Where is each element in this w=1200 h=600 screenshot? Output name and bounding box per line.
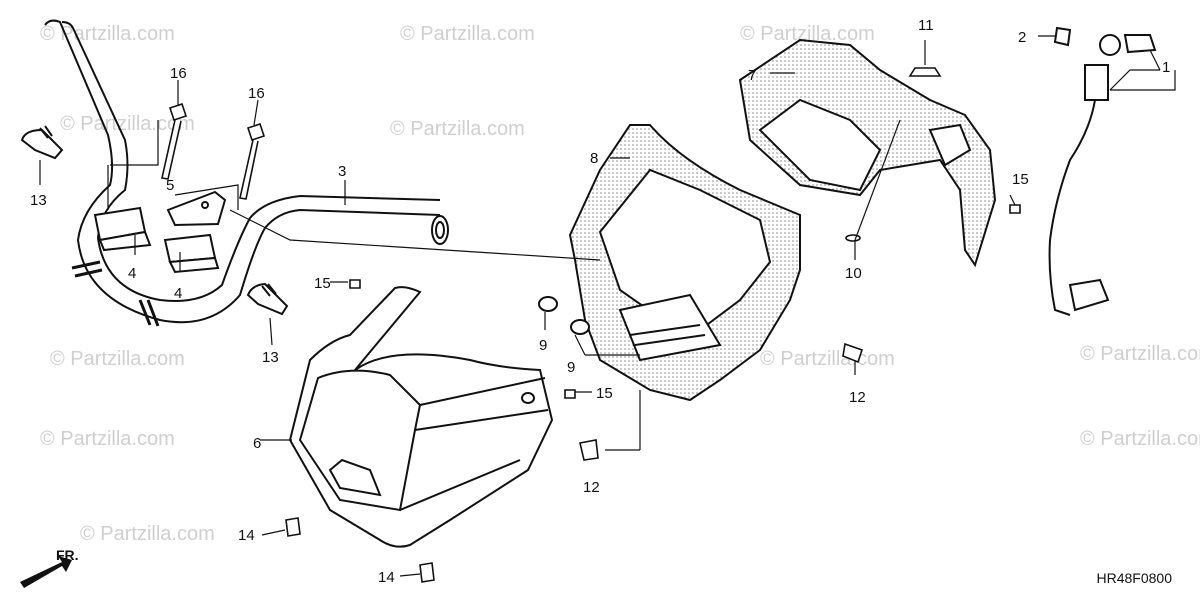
plug	[908, 67, 942, 77]
callout-c4a: 4	[128, 265, 136, 282]
callout-c13a: 13	[30, 192, 47, 209]
callout-c14b: 14	[378, 569, 395, 586]
watermark: © Partzilla.com	[40, 428, 175, 450]
callout-c15c: 15	[1012, 171, 1029, 188]
callout-c10: 10	[845, 265, 862, 282]
callout-c11: 11	[918, 17, 934, 34]
watermark: © Partzilla.com	[1080, 343, 1200, 365]
callout-c8: 8	[590, 150, 598, 167]
watermark: © Partzilla.com	[50, 348, 185, 370]
callout-c3: 3	[338, 163, 346, 180]
watermark: © Partzilla.com	[740, 23, 875, 45]
handlebar	[44, 19, 449, 327]
watermark: © Partzilla.com	[400, 23, 535, 45]
callout-c9b: 9	[567, 359, 575, 376]
front-label: FR.	[56, 547, 79, 563]
callout-c12a: 12	[849, 389, 866, 406]
watermark: © Partzilla.com	[390, 118, 525, 140]
watermark: © Partzilla.com	[80, 523, 215, 545]
callout-c2: 2	[1018, 29, 1026, 46]
callout-c13b: 13	[262, 349, 279, 366]
watermark: © Partzilla.com	[760, 348, 895, 370]
diagram-code: HR48F0800	[1096, 570, 1173, 586]
callout-c15a: 15	[314, 275, 331, 292]
bolt-16	[161, 102, 266, 200]
cover-upper	[738, 38, 997, 268]
socket-harness	[1048, 26, 1157, 316]
front-cover	[288, 286, 554, 548]
callout-c6: 6	[253, 435, 261, 452]
watermark: © Partzilla.com	[1080, 428, 1200, 450]
callout-c15b: 15	[596, 385, 613, 402]
watermark: © Partzilla.com	[40, 23, 175, 45]
handlebar-holder-upper	[93, 206, 220, 274]
callout-c12b: 12	[583, 479, 600, 496]
callout-c7: 7	[748, 67, 756, 84]
callout-c16a: 16	[170, 65, 187, 82]
front-arrow: FR.	[20, 547, 79, 588]
callout-c14a: 14	[238, 527, 255, 544]
grommet	[845, 234, 861, 242]
leader-lines	[39, 35, 1176, 577]
callout-c1: 1	[1162, 59, 1170, 76]
collar	[538, 296, 590, 335]
callout-c16b: 16	[248, 85, 265, 102]
watermark: © Partzilla.com	[60, 113, 195, 135]
callout-c5: 5	[166, 177, 174, 194]
callout-c9a: 9	[539, 337, 547, 354]
bracket	[166, 190, 227, 227]
band	[20, 125, 289, 316]
cover-lower	[568, 124, 801, 402]
callout-c4b: 4	[174, 285, 182, 302]
screws	[285, 204, 1021, 583]
